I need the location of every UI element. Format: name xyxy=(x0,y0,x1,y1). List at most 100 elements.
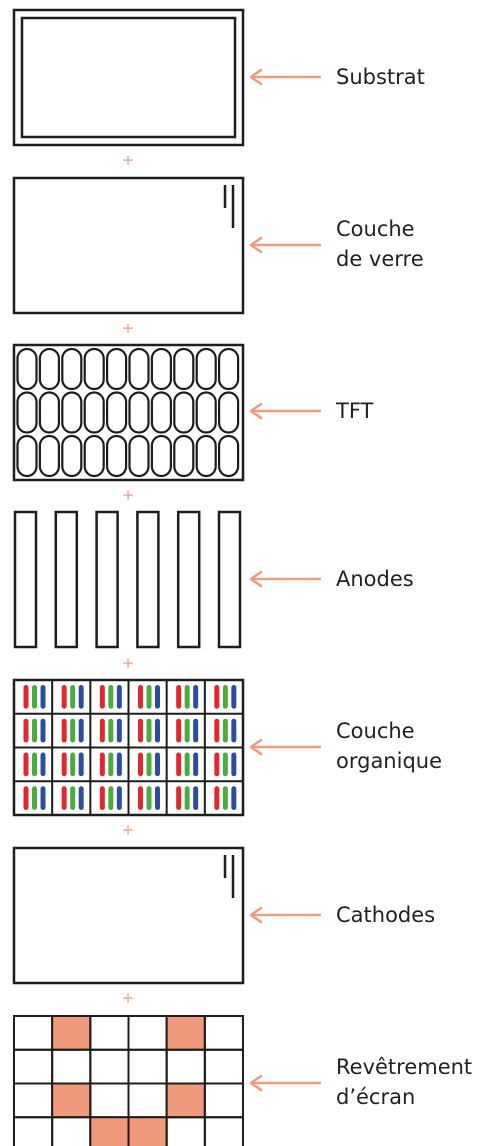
coating-cell xyxy=(13,1048,54,1085)
subpixel-blue xyxy=(116,786,122,810)
label-line: Substrat xyxy=(336,65,425,89)
subpixel-blue xyxy=(40,752,46,777)
coating-cell xyxy=(165,1082,206,1119)
plus-sign: + xyxy=(121,654,135,672)
subpixel-red xyxy=(23,752,29,777)
subpixel-blue xyxy=(40,685,46,709)
tft-panel xyxy=(12,343,245,482)
subpixel-blue xyxy=(155,718,160,743)
coating-cell xyxy=(165,1015,206,1051)
cathodes-panel xyxy=(12,846,245,985)
label-revetement: Revêtrement d’écran xyxy=(336,1052,472,1112)
subpixel-red xyxy=(99,718,105,743)
coating-cell xyxy=(51,1116,92,1146)
subpixel-blue xyxy=(155,786,160,810)
coating-cell xyxy=(89,1116,130,1146)
subpixel-blue xyxy=(78,752,84,777)
subpixel-green xyxy=(184,786,190,810)
arrow-head-icon xyxy=(249,68,263,86)
coating-cell xyxy=(203,1048,244,1085)
subpixel-blue xyxy=(40,786,46,810)
subpixel-red xyxy=(138,718,143,743)
tft-cell xyxy=(16,347,38,391)
coating-cell xyxy=(165,1116,206,1146)
tft-cell xyxy=(16,434,38,478)
label-line: d’écran xyxy=(336,1085,416,1109)
tft-cell xyxy=(195,347,217,391)
subpixel-green xyxy=(184,752,190,777)
label-line: Revêtrement xyxy=(336,1055,473,1079)
tft-cell xyxy=(128,391,150,434)
subpixel-green xyxy=(222,752,228,777)
subpixel-red xyxy=(99,786,105,810)
tft-cell xyxy=(173,434,195,478)
subpixel-green xyxy=(32,786,37,810)
subpixel-blue xyxy=(231,718,237,743)
subpixel-blue xyxy=(193,752,199,777)
subpixel-blue xyxy=(78,786,84,810)
coating-cell xyxy=(51,1082,92,1119)
label-line: de verre xyxy=(336,247,424,271)
subpixel-red xyxy=(138,752,143,777)
subpixel-blue xyxy=(116,718,122,743)
arrow-head-icon xyxy=(249,236,263,254)
subpixel-green xyxy=(70,718,76,743)
coating-cell xyxy=(127,1082,168,1119)
tft-cell xyxy=(16,391,38,434)
subpixel-red xyxy=(214,786,220,810)
tft-cell xyxy=(38,391,61,434)
coating-cell xyxy=(203,1082,244,1119)
tft-cell xyxy=(61,434,83,478)
label-line: Cathodes xyxy=(336,903,436,927)
anode-strip xyxy=(217,510,242,649)
coating-cell xyxy=(51,1015,92,1051)
subpixel-red xyxy=(61,685,67,709)
subpixel-red xyxy=(23,786,29,810)
arrow-head-icon xyxy=(249,906,263,924)
subpixel-blue xyxy=(231,752,237,777)
tft-cell xyxy=(218,391,240,434)
tft-cell xyxy=(105,434,128,478)
coating-cell xyxy=(51,1048,92,1085)
subpixel-red xyxy=(61,752,67,777)
label-couche-de-verre: Couche de verre xyxy=(336,214,424,274)
tft-cell xyxy=(150,391,172,434)
plus-sign: + xyxy=(121,821,135,839)
tft-cells xyxy=(16,347,240,478)
subpixel-red xyxy=(23,718,29,743)
coating-cell xyxy=(203,1116,244,1146)
subpixel-red xyxy=(138,685,143,709)
label-line: organique xyxy=(336,749,443,773)
anode-strip xyxy=(176,510,201,649)
coating-cell xyxy=(203,1015,244,1051)
layer-revetement xyxy=(13,1015,244,1146)
label-line: Couche xyxy=(336,719,415,743)
coating-cell xyxy=(127,1116,168,1146)
organique-cells xyxy=(14,680,243,815)
anode-strip xyxy=(54,510,79,649)
layer-cathodes xyxy=(12,846,245,985)
label-cathodes: Cathodes xyxy=(336,900,435,930)
tft-cell xyxy=(218,347,240,391)
subpixel-blue xyxy=(193,685,199,709)
subpixel-red xyxy=(99,685,105,709)
layer-verre xyxy=(12,176,245,315)
coating-cell xyxy=(13,1082,54,1119)
subpixel-red xyxy=(176,786,182,810)
subpixel-red xyxy=(138,786,143,810)
subpixel-blue xyxy=(78,685,84,709)
plus-sign: + xyxy=(121,319,135,337)
substrat-outer-frame xyxy=(12,8,245,147)
subpixel-green xyxy=(70,786,76,810)
anode-strip xyxy=(13,510,38,649)
coating-cell xyxy=(89,1082,130,1119)
anode-strip xyxy=(136,510,160,649)
coating-cell xyxy=(165,1048,206,1085)
subpixel-blue xyxy=(231,786,237,810)
tft-cell xyxy=(105,391,128,434)
subpixel-red xyxy=(99,752,105,777)
arrow-head-icon xyxy=(249,738,263,756)
subpixel-red xyxy=(214,718,220,743)
tft-cell xyxy=(195,391,217,434)
